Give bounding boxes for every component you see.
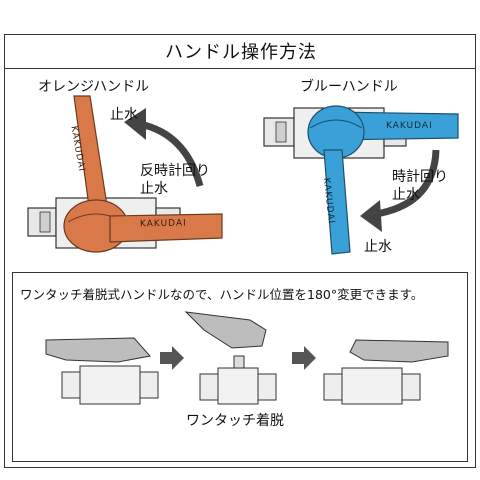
one-touch-panel [12,272,468,462]
orange-handle-lever [109,213,223,243]
title-bar: ハンドル操作方法 [4,34,476,68]
blue-lever-brand: KAKUDAI [386,121,433,131]
orange-valve-illustration [27,95,223,253]
blue-rotate-direction: 時計回り [392,169,448,185]
orange-rotate-stop: 止水 [140,181,168,197]
step3-valve [323,339,449,405]
step-arrow-1 [160,346,184,370]
orange-rotation-arrow [139,120,204,187]
blue-rotation-arrow [375,149,440,218]
main-panel [4,68,476,468]
blue-valve-illustration [263,105,459,255]
orange-lever-brand: KAKUDAI [139,218,187,230]
blue-handle-arm [323,149,351,255]
orange-rotate-direction: 反時計回り [140,163,210,179]
one-touch-description: ワンタッチ着脱式ハンドルなので、ハンドル位置を180°変更できます。 [20,287,424,302]
blue-rotate-stop: 止水 [392,187,420,203]
one-touch-caption: ワンタッチ着脱 [186,413,284,429]
step1-valve [45,337,159,405]
step-arrow-2 [292,346,316,370]
step2-valve [184,311,277,405]
page-title: ハンドル操作方法 [165,42,317,63]
blue-handle-heading: ブルーハンドル [300,79,398,95]
orange-handle-heading: オレンジハンドル [38,79,150,95]
orange-stop-water-label: 止水 [110,107,138,123]
blue-stop-water-label: 止水 [364,239,392,255]
